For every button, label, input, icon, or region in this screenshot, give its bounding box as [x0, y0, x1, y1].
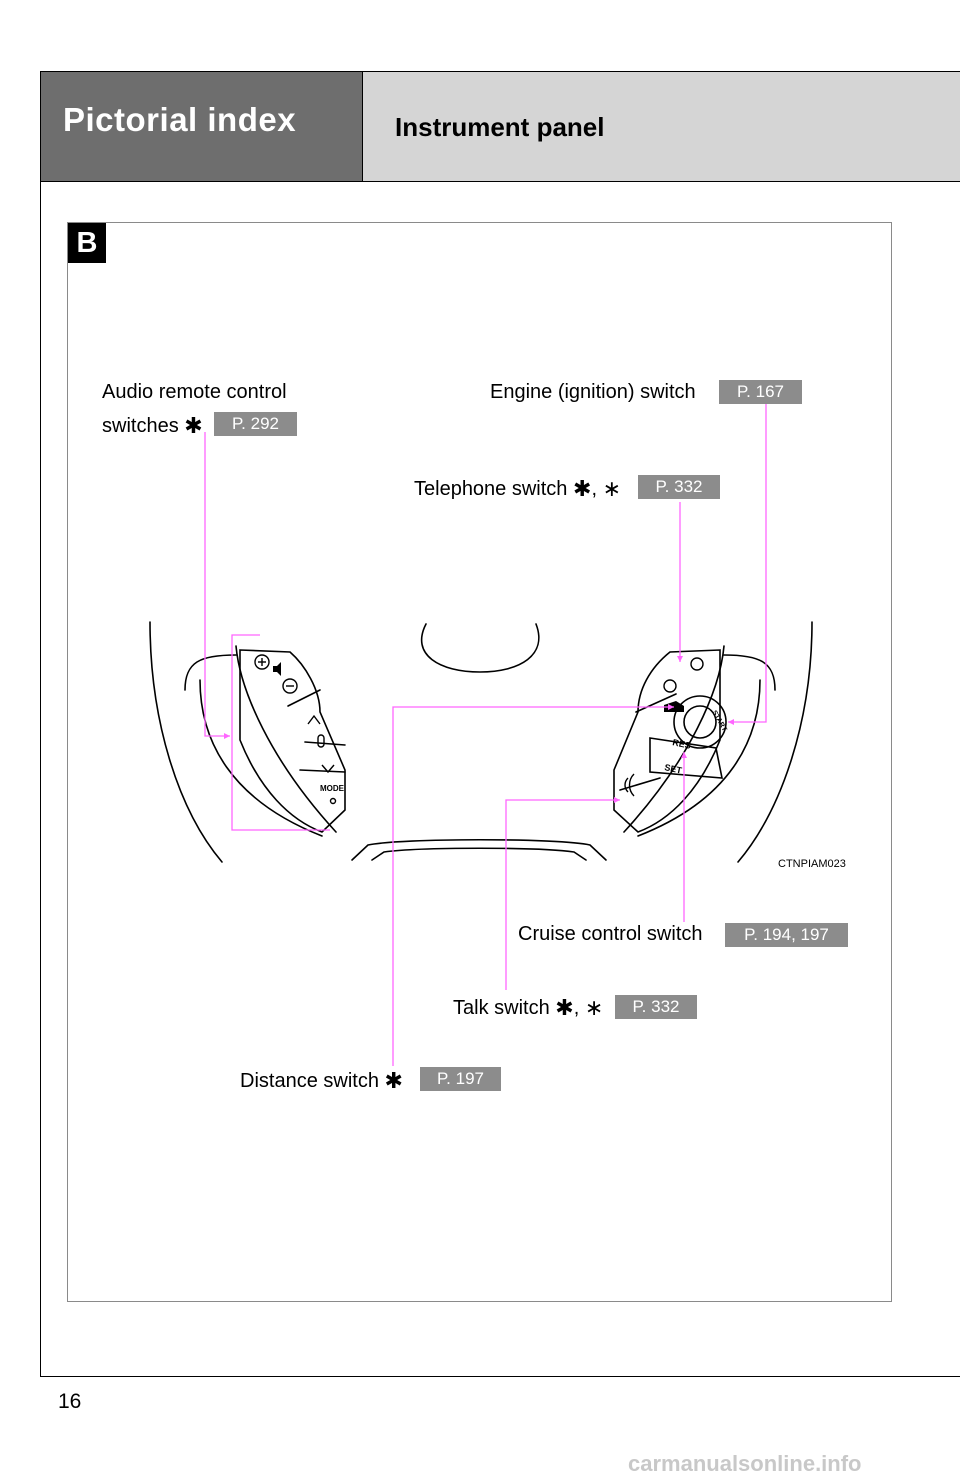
seek-center-icon: [317, 734, 325, 748]
figure-badge: B: [68, 223, 106, 263]
phone-hangup-icon: [663, 679, 677, 693]
page-number: 16: [58, 1390, 82, 1413]
seek-up-icon: [307, 714, 321, 725]
audio-switch-label-line1: Audio remote control: [102, 381, 287, 403]
distance-switch-text: Distance switch: [240, 1070, 379, 1092]
distance-switch-label: Distance switch ✱: [240, 1068, 403, 1094]
talk-switch-label: Talk switch ✱, ∗: [453, 995, 604, 1020]
right-switch-pad: [613, 649, 721, 833]
talk-page-ref[interactable]: P. 332: [615, 995, 697, 1019]
telephone-switch-label: Telephone switch ✱, ∗: [414, 476, 621, 501]
header-divider: [41, 181, 960, 182]
volume-down-icon: [282, 678, 298, 694]
res-label: RES: [672, 737, 692, 751]
audio-switch-label: switches ✱: [102, 413, 203, 439]
page-subtitle: Instrument panel: [395, 112, 605, 142]
leader-distance: [392, 706, 674, 1066]
volume-up-icon: [254, 654, 270, 670]
figure-panel: [67, 222, 892, 1302]
leader-lines: [204, 404, 767, 1066]
engine-switch-knob: [673, 695, 727, 749]
leader-audio: [204, 432, 230, 737]
left-spoke-top: [184, 654, 237, 691]
asterisk-icon: ✱: [384, 1068, 403, 1093]
engine-page-ref[interactable]: P. 167: [719, 380, 802, 404]
header-subtitle-block: [362, 72, 960, 181]
leader-talk: [505, 799, 620, 990]
wheel-rim-left: [149, 621, 223, 863]
cruise-control-label: Cruise control switch: [518, 923, 703, 945]
distance-page-ref[interactable]: P. 197: [420, 1067, 501, 1091]
engine-switch-label: Engine (ignition) switch: [490, 381, 696, 403]
asterisk-icon: ✱: [573, 476, 592, 501]
figure-code: CTNPIAM023: [778, 858, 846, 870]
wheel-bottom-bar: [351, 838, 607, 861]
asterisk-icon: ✱: [184, 413, 203, 438]
leader-engine: [728, 404, 767, 723]
header-section-block: [41, 72, 362, 181]
page-frame: [40, 71, 960, 1377]
talk-switch-text: Talk switch: [453, 997, 550, 1019]
telephone-page-ref[interactable]: P. 332: [638, 475, 720, 499]
right-spoke-top: [723, 654, 776, 691]
left-switch-pad: [239, 649, 346, 833]
mode-button-label: MODE: [320, 784, 345, 793]
audio-switch-label-line2: switches: [102, 415, 179, 437]
telephone-switch-text: Telephone switch: [414, 478, 568, 500]
wheel-rim-right: [737, 621, 813, 863]
asterisk-icon: ∗: [602, 476, 621, 501]
horn-pad-top: [420, 623, 540, 673]
cruise-page-ref[interactable]: P. 194, 197: [725, 923, 848, 947]
audio-page-ref[interactable]: P. 292: [214, 412, 297, 436]
seek-down-icon: [321, 764, 335, 774]
phone-pickup-icon: [690, 657, 704, 671]
set-label: SET: [664, 762, 684, 776]
talk-switch-icon: [624, 777, 629, 793]
watermark: carmanualsonline.info: [628, 1451, 862, 1476]
section-title: Pictorial index: [63, 101, 297, 138]
speaker-icon: [273, 662, 281, 676]
asterisk-icon: ∗: [584, 995, 604, 1020]
cruise-control-lever: [649, 737, 723, 779]
asterisk-icon: ✱: [555, 995, 574, 1020]
